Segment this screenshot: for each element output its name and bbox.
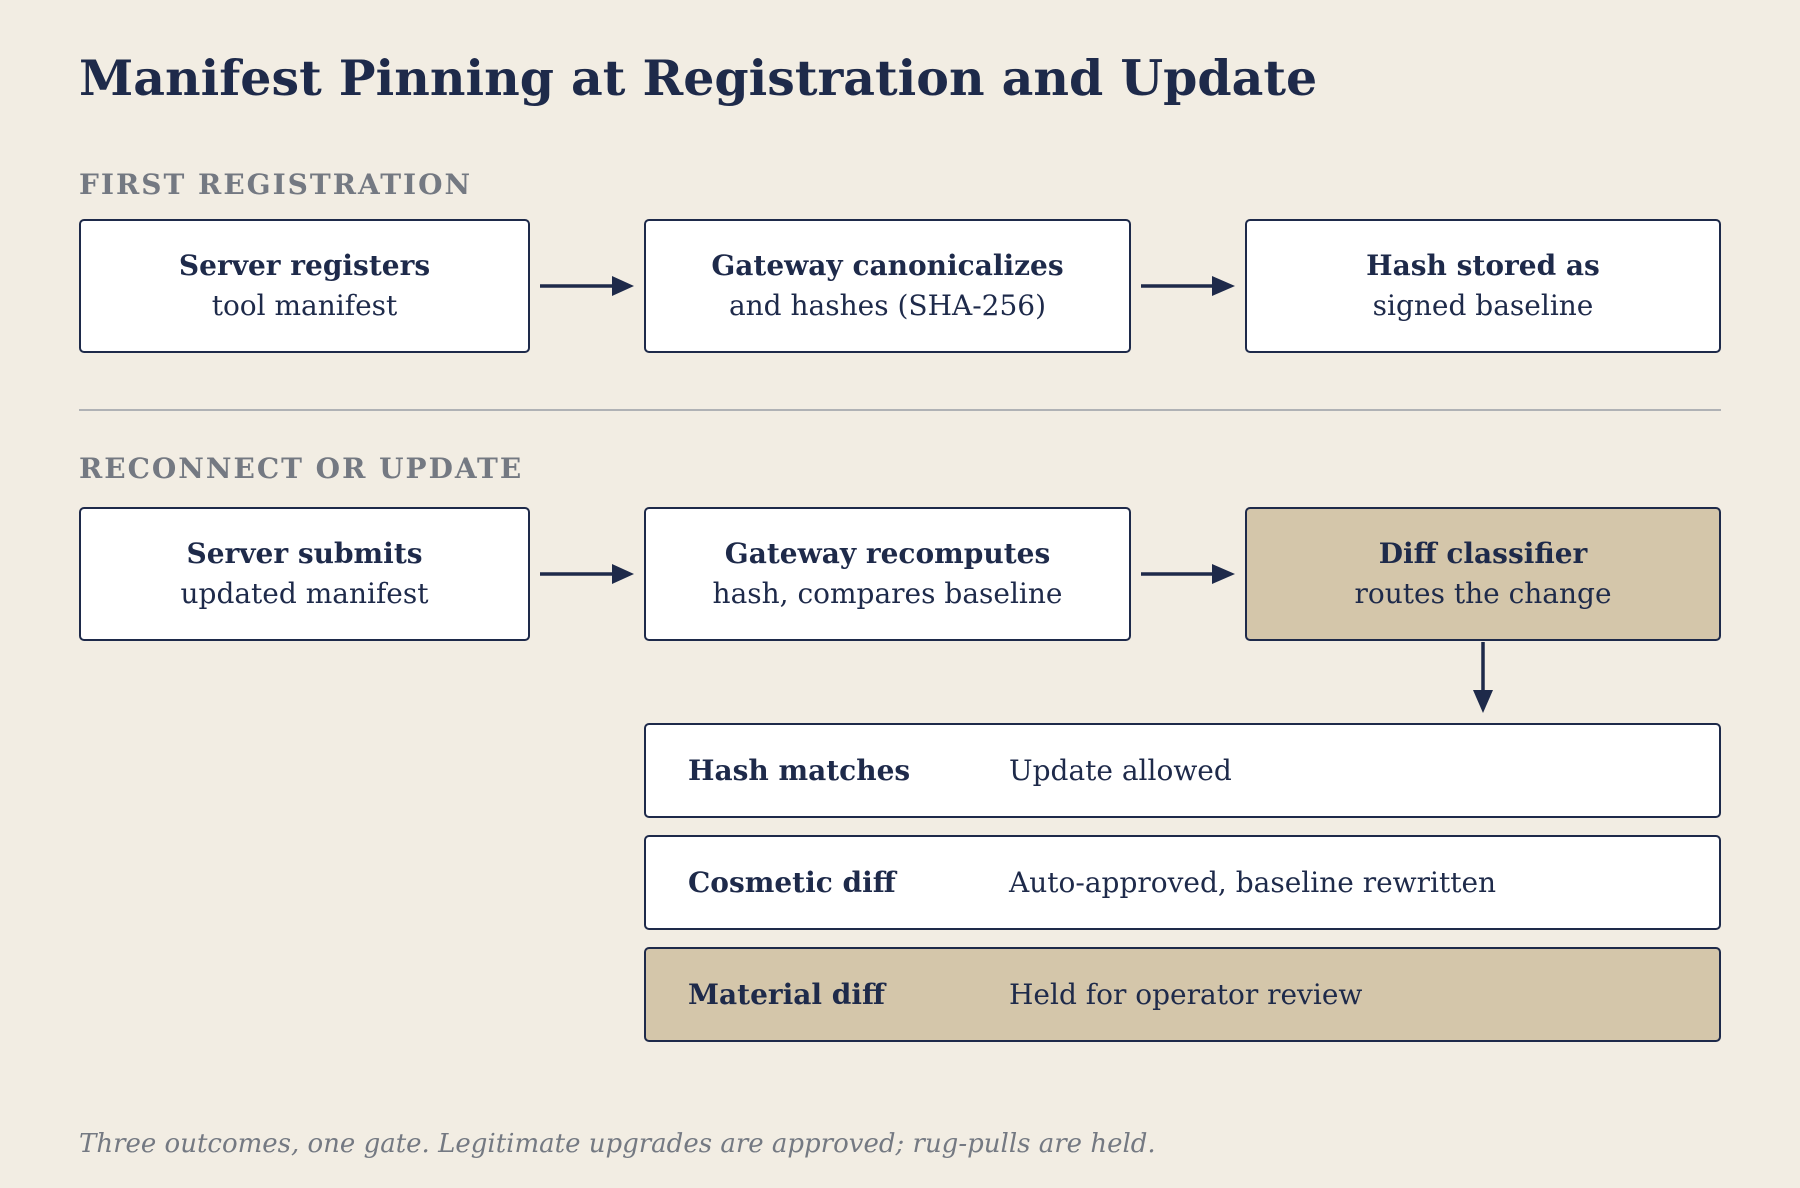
step-gateway-canonicalizes: Gateway canonicalizes and hashes (SHA-25… bbox=[644, 219, 1131, 353]
arrow-right-icon bbox=[1141, 564, 1235, 584]
step-diff-classifier: Diff classifier routes the change bbox=[1245, 507, 1721, 641]
outcome-result: Update allowed bbox=[1009, 754, 1232, 787]
outcome-hash-matches: Hash matches Update allowed bbox=[644, 723, 1721, 818]
step-detail: routes the change bbox=[1354, 577, 1612, 610]
step-hash-stored: Hash stored as signed baseline bbox=[1245, 219, 1721, 353]
outcome-cosmetic-diff: Cosmetic diff Auto-approved, baseline re… bbox=[644, 835, 1721, 930]
outcome-result: Held for operator review bbox=[1009, 978, 1363, 1011]
arrow-right-icon bbox=[1141, 276, 1235, 296]
step-server-registers: Server registers tool manifest bbox=[79, 219, 530, 353]
footer-caption: Three outcomes, one gate. Legitimate upg… bbox=[79, 1129, 1156, 1159]
step-title: Diff classifier bbox=[1378, 537, 1588, 570]
step-title: Hash stored as bbox=[1366, 249, 1600, 282]
outcome-name: Cosmetic diff bbox=[688, 866, 896, 899]
step-title: Gateway canonicalizes bbox=[711, 249, 1064, 282]
step-title: Gateway recomputes bbox=[724, 537, 1051, 570]
step-title: Server submits bbox=[186, 537, 423, 570]
outcome-result: Auto-approved, baseline rewritten bbox=[1009, 866, 1497, 899]
step-detail: and hashes (SHA-256) bbox=[728, 289, 1047, 322]
step-detail: tool manifest bbox=[211, 289, 398, 322]
arrow-down-icon bbox=[1473, 642, 1493, 713]
outcome-name: Hash matches bbox=[688, 754, 911, 787]
step-detail: updated manifest bbox=[180, 577, 429, 610]
section-label-first-registration: FIRST REGISTRATION bbox=[79, 168, 473, 201]
step-gateway-recomputes: Gateway recomputes hash, compares baseli… bbox=[644, 507, 1131, 641]
section-label-reconnect-or-update: RECONNECT OR UPDATE bbox=[79, 452, 524, 485]
diagram-title: Manifest Pinning at Registration and Upd… bbox=[79, 49, 1318, 107]
outcome-name: Material diff bbox=[688, 978, 885, 1011]
step-server-submits: Server submits updated manifest bbox=[79, 507, 530, 641]
step-title: Server registers bbox=[178, 249, 431, 282]
arrow-right-icon bbox=[540, 276, 634, 296]
section-divider bbox=[79, 409, 1721, 411]
arrow-right-icon bbox=[540, 564, 634, 584]
outcome-material-diff: Material diff Held for operator review bbox=[644, 947, 1721, 1042]
step-detail: signed baseline bbox=[1372, 289, 1594, 322]
step-detail: hash, compares baseline bbox=[712, 577, 1063, 610]
